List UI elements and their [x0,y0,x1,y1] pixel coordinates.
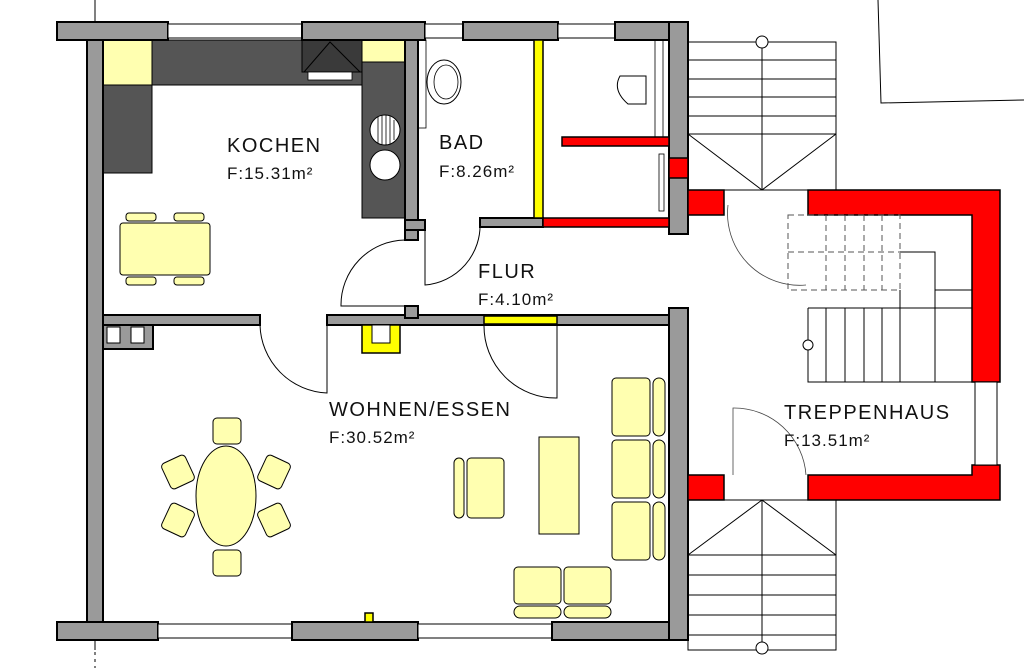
kitchen-counters [102,39,406,219]
walls [56,21,1001,641]
kitchen-table [119,212,211,286]
room-area: F:15.31m² [227,164,313,183]
room-name: FLUR [478,261,536,283]
stairs-inner [787,214,972,383]
sofa-set [453,377,666,619]
room-flur: FLUR F:4.10m² [478,261,554,309]
room-kochen: KOCHEN F:15.31m² [227,135,322,183]
stairs-top [687,35,837,191]
room-treppenhaus: TREPPENHAUS F:13.51m² [784,402,951,450]
room-wohnen-essen: WOHNEN/ESSEN F:30.52m² [329,399,511,447]
room-name: WOHNEN/ESSEN [329,399,511,421]
room-area: F:30.52m² [329,428,415,447]
room-name: BAD [439,132,485,154]
room-area: F:4.10m² [478,290,554,309]
room-area: F:13.51m² [784,431,870,450]
doors [259,204,807,476]
room-name: KOCHEN [227,135,322,157]
stairs-bottom [687,499,837,655]
room-area: F:8.26m² [439,162,515,181]
dining-set [161,417,291,577]
bathroom-fixtures [417,39,665,212]
room-bad: BAD F:8.26m² [439,132,515,181]
room-name: TREPPENHAUS [784,402,951,424]
